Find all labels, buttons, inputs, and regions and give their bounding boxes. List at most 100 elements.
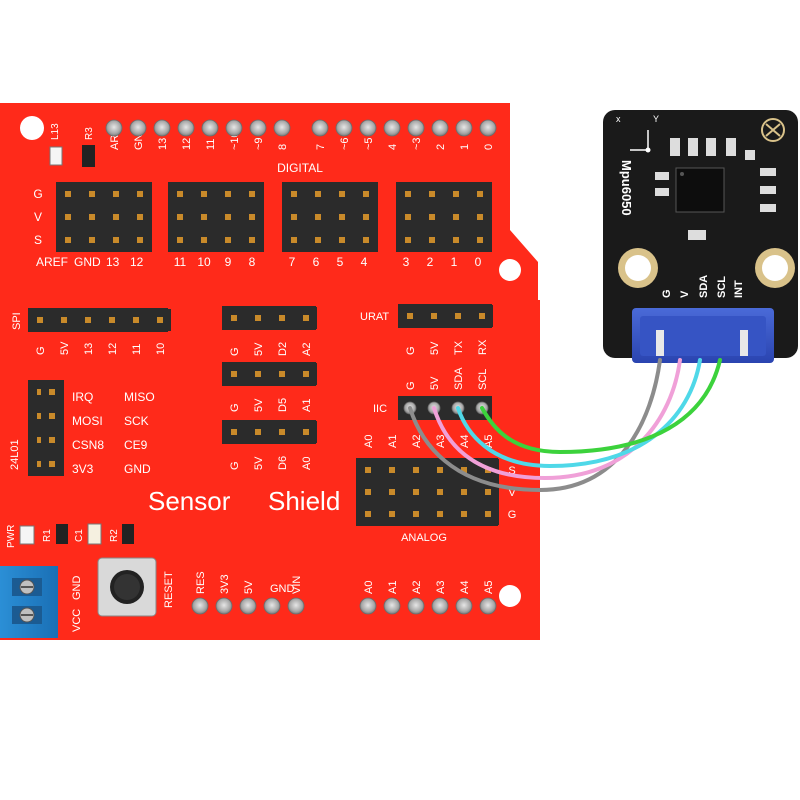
c1-label: C1: [74, 529, 85, 542]
pin-contact: [405, 214, 411, 220]
pin-contact: [85, 317, 91, 323]
pin-contact: [225, 237, 231, 243]
digital-header-pin: [129, 119, 147, 137]
iic-pin-label: SDA: [453, 367, 465, 390]
power-pin-label: VIN: [291, 576, 303, 594]
pin-contact: [65, 191, 71, 197]
terminal-vcc-label: VCC: [71, 609, 83, 632]
pin-contact: [37, 461, 43, 467]
pin-contact: [303, 371, 309, 377]
digital-pin-label: 8: [277, 144, 289, 150]
r2-label: R2: [109, 529, 120, 542]
sensor-pin-label: 9: [225, 255, 232, 269]
pin-contact: [453, 214, 459, 220]
pin-contact: [249, 214, 255, 220]
nrf-label: 24L01: [9, 439, 21, 470]
led-l13: [49, 146, 63, 166]
nrf-pin-label: GND: [124, 462, 151, 476]
nrf-pin-label: IRQ: [72, 390, 93, 404]
pin-contact: [437, 489, 443, 495]
pin-contact: [429, 214, 435, 220]
wire-pink: [432, 358, 682, 481]
nrf-pin-label: SCK: [124, 414, 149, 428]
analog-pin-label: A5: [483, 435, 495, 448]
analog-label: ANALOG: [401, 532, 447, 544]
digital-header-pin: [105, 119, 123, 137]
spi-pin-label: 11: [131, 344, 143, 355]
resistor-r1: [56, 524, 68, 544]
axis-y-label: Y: [653, 114, 659, 124]
module-pin-label: V: [679, 290, 691, 298]
digital-header-pin: [153, 119, 171, 137]
analog-side-label: G: [508, 509, 517, 521]
pin-contact: [453, 237, 459, 243]
resistor-r3: [82, 145, 95, 167]
digital-label: DIGITAL: [277, 161, 323, 175]
pin-contact: [461, 467, 467, 473]
pin-contact: [363, 214, 369, 220]
analog-bottom-pin-label: A3: [435, 581, 447, 594]
pin-contact: [37, 317, 43, 323]
sensor-pin-label: 13: [106, 255, 120, 269]
spi-pin-label: G: [35, 346, 47, 355]
r1-label: R1: [42, 529, 53, 542]
digital-header-pin: [479, 119, 497, 137]
reset-button[interactable]: [97, 557, 157, 617]
power-pin-label: 5V: [243, 580, 255, 594]
middle-pin-label: D2: [277, 342, 289, 356]
pin-contact: [89, 191, 95, 197]
pin-contact: [291, 191, 297, 197]
digital-header-pin: [359, 119, 377, 137]
gvs-label-s: S: [34, 233, 42, 247]
analog-bottom-header-pin: [407, 597, 425, 615]
analog-bottom-header-pin: [479, 597, 497, 615]
pin-contact: [453, 191, 459, 197]
urat-pin-label: RX: [477, 339, 489, 355]
spi-pin-label: 10: [155, 343, 167, 355]
pin-contact: [431, 313, 437, 319]
bottom-header-pins: [191, 597, 497, 615]
spi-pin-label: 12: [107, 343, 119, 355]
analog-bottom-pin-label: A2: [411, 581, 423, 594]
pin-contact: [49, 437, 55, 443]
middle-pin-label: G: [229, 461, 241, 470]
mpu6050-chip: [675, 167, 725, 213]
sensor-header-blocks: [56, 182, 492, 252]
spi-label: SPI: [11, 312, 23, 330]
pin-contact: [315, 214, 321, 220]
mounting-hole: [499, 585, 521, 607]
pin-contact: [429, 237, 435, 243]
title-shield: Shield: [268, 486, 340, 516]
analog-pin-label: A2: [411, 435, 423, 448]
wire-gray: [408, 358, 662, 493]
iic-label: IIC: [373, 403, 387, 415]
power-terminal-block: [0, 566, 58, 638]
nrf-pin-label: CE9: [124, 438, 148, 452]
sensor-pin-label: 3: [403, 255, 410, 269]
capacitor-c1: [87, 523, 102, 545]
sensor-pin-label: 4: [361, 255, 368, 269]
spi-pin-label: 5V: [59, 341, 71, 355]
brand-logo-icon: [761, 118, 785, 142]
digital-pin-label: ~6: [339, 137, 351, 150]
digital-header-pin: [383, 119, 401, 137]
pin-contact: [177, 214, 183, 220]
pin-contact: [249, 237, 255, 243]
axis-x-label: x: [616, 114, 621, 124]
pin-contact: [407, 313, 413, 319]
pin-contact: [477, 237, 483, 243]
middle-pin-label: 5V: [253, 398, 265, 412]
pin-contact: [225, 214, 231, 220]
pin-contact: [485, 511, 491, 517]
pin-contact: [455, 313, 461, 319]
digital-pin-label: 4: [387, 144, 399, 150]
pin-contact: [61, 317, 67, 323]
pin-contact: [89, 237, 95, 243]
digital-pin-label: ~9: [253, 137, 265, 150]
l13-label: L13: [50, 123, 61, 140]
pin-contact: [461, 511, 467, 517]
pin-contact: [485, 489, 491, 495]
